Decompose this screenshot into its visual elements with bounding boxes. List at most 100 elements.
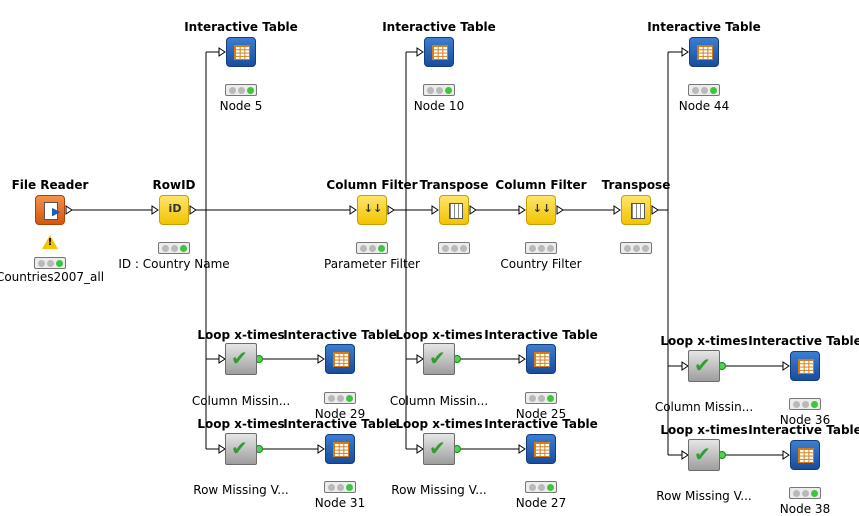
column-filter-2-status-traffic-light	[525, 242, 557, 254]
status-off-light	[442, 245, 449, 252]
loop-5-label[interactable]: Column Missin...	[654, 400, 754, 414]
node-29-table-icon[interactable]	[325, 344, 355, 374]
output-port[interactable]	[556, 205, 564, 215]
node-31-table-icon[interactable]	[325, 434, 355, 464]
input-port[interactable]	[681, 450, 689, 460]
status-off-light	[624, 245, 631, 252]
checkmark-icon: ✔	[429, 436, 446, 460]
loop-3-label[interactable]: Column Missin...	[389, 394, 489, 408]
node-38-status-traffic-light	[789, 487, 821, 499]
loop-1-checkmark-icon[interactable]: ✔	[225, 343, 257, 375]
status-off-light	[427, 87, 434, 94]
node-5-label[interactable]: Node 5	[219, 99, 263, 113]
table-grid-icon	[697, 45, 713, 60]
rowid-label[interactable]: ID : Country Name	[118, 257, 230, 271]
output-port[interactable]	[469, 205, 477, 215]
status-off-light	[692, 87, 699, 94]
node-27-label[interactable]: Node 27	[515, 496, 567, 510]
input-port[interactable]	[218, 354, 226, 364]
input-port[interactable]	[349, 205, 357, 215]
input-port[interactable]	[518, 205, 526, 215]
column-filter-2-column-filter-icon[interactable]: ↓↓	[526, 195, 556, 225]
status-off-light	[538, 245, 545, 252]
input-port[interactable]	[782, 361, 790, 371]
node-36-label[interactable]: Node 36	[779, 413, 831, 427]
status-off-light	[337, 395, 344, 402]
filter-arrows-icon: ↓↓	[363, 202, 383, 215]
status-off-light	[229, 87, 236, 94]
loop-1-label[interactable]: Column Missin...	[191, 394, 291, 408]
loop-5-checkmark-icon[interactable]: ✔	[688, 350, 720, 382]
checkmark-icon: ✔	[694, 442, 711, 466]
node-29-label[interactable]: Node 29	[314, 407, 366, 421]
loop-4-checkmark-icon[interactable]: ✔	[423, 433, 455, 465]
node-44-label[interactable]: Node 44	[678, 99, 730, 113]
file-reader-label[interactable]: Countries2007_all	[0, 270, 105, 284]
output-port[interactable]	[651, 205, 659, 215]
input-port[interactable]	[431, 205, 439, 215]
node-10-table-icon[interactable]	[424, 37, 454, 67]
node-5-table-icon[interactable]	[226, 37, 256, 67]
input-port[interactable]	[317, 444, 325, 454]
input-port[interactable]	[416, 444, 424, 454]
node-10-label[interactable]: Node 10	[413, 99, 465, 113]
output-port[interactable]	[65, 205, 73, 215]
status-off-light	[238, 87, 245, 94]
input-port[interactable]	[218, 47, 226, 57]
status-off-light	[802, 490, 809, 497]
node-31-label[interactable]: Node 31	[314, 496, 366, 510]
status-green-light	[346, 484, 353, 491]
transpose-2-transpose-icon[interactable]	[621, 195, 651, 225]
node-25-label[interactable]: Node 25	[515, 407, 567, 421]
input-port[interactable]	[416, 354, 424, 364]
loop-2-checkmark-icon[interactable]: ✔	[225, 433, 257, 465]
loop-6-checkmark-icon[interactable]: ✔	[688, 439, 720, 471]
column-filter-2-label[interactable]: Country Filter	[500, 257, 582, 271]
input-port[interactable]	[613, 205, 621, 215]
input-port[interactable]	[416, 47, 424, 57]
loop-4-label[interactable]: Row Missing V...	[391, 483, 487, 497]
status-off-light	[460, 245, 467, 252]
output-port[interactable]	[189, 205, 197, 215]
input-port[interactable]	[681, 361, 689, 371]
table-grid-icon	[333, 442, 349, 457]
loop-6-label[interactable]: Row Missing V...	[656, 489, 752, 503]
node-25-table-icon[interactable]	[526, 344, 556, 374]
column-filter-1-label[interactable]: Parameter Filter	[324, 257, 420, 271]
node-44-table-icon[interactable]	[689, 37, 719, 67]
file-reader-file-reader-icon[interactable]: ▶	[35, 195, 65, 225]
input-port[interactable]	[518, 444, 526, 454]
status-green-light	[346, 395, 353, 402]
node-29-title: Interactive Table	[283, 328, 397, 342]
column-filter-1-title: Column Filter	[326, 178, 418, 192]
output-port[interactable]	[387, 205, 395, 215]
node-38-table-icon[interactable]	[790, 440, 820, 470]
rowid-rowid-icon[interactable]: iD	[159, 195, 189, 225]
input-port[interactable]	[681, 47, 689, 57]
loop-2-label[interactable]: Row Missing V...	[193, 483, 289, 497]
node-5-status-traffic-light	[225, 84, 257, 96]
transpose-1-title: Transpose	[419, 178, 489, 192]
input-port[interactable]	[151, 205, 159, 215]
node-10-title: Interactive Table	[382, 20, 496, 34]
node-27-table-icon[interactable]	[526, 434, 556, 464]
table-grid-icon	[432, 45, 448, 60]
transpose-1-transpose-icon[interactable]	[439, 195, 469, 225]
status-off-light	[529, 395, 536, 402]
node-38-label[interactable]: Node 38	[779, 502, 831, 516]
checkmark-icon: ✔	[231, 436, 248, 460]
input-port[interactable]	[518, 354, 526, 364]
node-36-table-icon[interactable]	[790, 351, 820, 381]
table-grid-icon	[534, 442, 550, 457]
column-filter-1-column-filter-icon[interactable]: ↓↓	[357, 195, 387, 225]
node-10-status-traffic-light	[423, 84, 455, 96]
node-31-status-traffic-light	[324, 481, 356, 493]
input-port[interactable]	[782, 450, 790, 460]
loop-6-title: Loop x-times	[660, 423, 748, 437]
loop-3-checkmark-icon[interactable]: ✔	[423, 343, 455, 375]
node-36-title: Interactive Table	[748, 334, 859, 348]
input-port[interactable]	[317, 354, 325, 364]
input-port[interactable]	[218, 444, 226, 454]
